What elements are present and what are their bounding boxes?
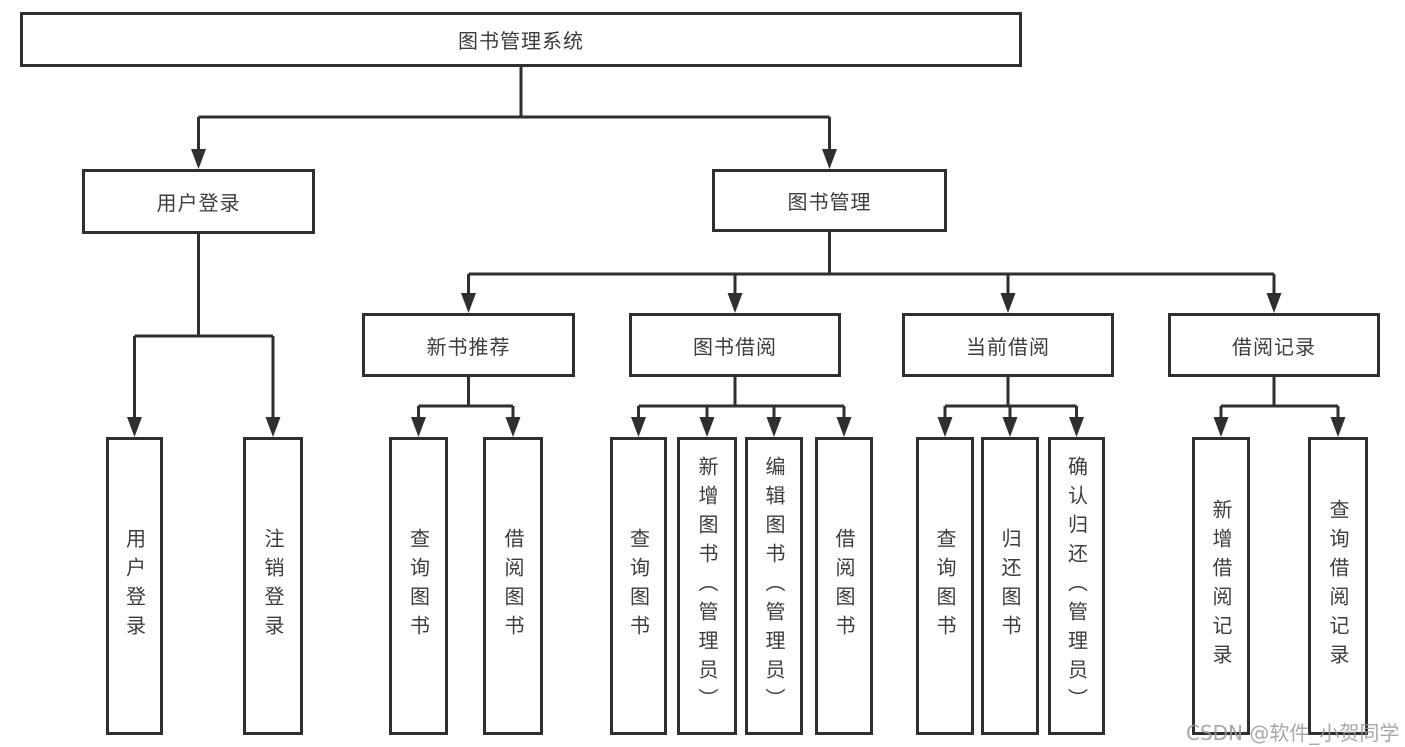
node-label: 用户登录 [156, 191, 241, 215]
node-label: 新书推荐 [426, 334, 511, 359]
connector-current-borrow-to-leaves [943, 377, 1078, 421]
node-leaf-add-borrow-record: 新增借阅记录 [1192, 437, 1250, 735]
node-label: 查询图书 [933, 528, 957, 644]
node-label: 图书管理 [787, 190, 872, 214]
node-label: 查询借阅记录 [1326, 499, 1350, 673]
node-leaf-user-login: 用户登录 [106, 437, 163, 735]
node-label: 借阅记录 [1232, 334, 1316, 359]
csdn-watermark: CSDN @软件_小贺同学 [1186, 721, 1400, 745]
node-label: 新增借阅记录 [1209, 499, 1233, 673]
arrowheads [127, 149, 1346, 437]
connector-user-login-to-leaves [133, 234, 275, 421]
node-leaf-borrow-books-recommend: 借阅图书 [483, 437, 543, 735]
node-label: 当前借阅 [966, 334, 1050, 359]
node-label: 图书借阅 [693, 334, 777, 359]
node-leaf-edit-book-admin: 编辑图书（管理员） [745, 437, 803, 735]
connector-borrow-records-to-leaves [1219, 377, 1340, 421]
node-label: 借阅图书 [832, 528, 856, 644]
node-leaf-logout: 注销登录 [243, 437, 303, 735]
node-label: 归还图书 [998, 528, 1022, 644]
connector-book-mgmt-to-level2 [467, 232, 1276, 297]
node-label: 新增图书（管理员） [695, 455, 719, 717]
node-label: 用户登录 [122, 528, 147, 644]
node-leaf-query-books-recommend: 查询图书 [389, 437, 448, 735]
node-label: 编辑图书（管理员） [762, 455, 786, 717]
node-label: 查询图书 [406, 528, 431, 644]
node-library-management-system: 图书管理系统 [20, 12, 1022, 67]
connector-book-borrow-to-leaves [637, 377, 846, 421]
node-label: 查询图书 [626, 528, 651, 644]
node-label: 图书管理系统 [458, 29, 584, 53]
node-book-management: 图书管理 [712, 169, 947, 232]
node-leaf-add-book-admin: 新增图书（管理员） [677, 437, 737, 735]
node-current-borrowing: 当前借阅 [902, 313, 1114, 377]
connector-root-to-level1 [197, 66, 831, 153]
connector-new-book-to-leaves [417, 377, 515, 421]
node-new-book-recommendation: 新书推荐 [362, 313, 575, 377]
node-label: 借阅图书 [501, 528, 525, 644]
node-leaf-borrow-books-borrowing: 借阅图书 [815, 437, 873, 735]
node-leaf-query-borrow-record: 查询借阅记录 [1308, 437, 1368, 735]
node-label: 确认归还（管理员） [1064, 455, 1089, 717]
node-leaf-return-books: 归还图书 [981, 437, 1039, 735]
node-user-login: 用户登录 [82, 169, 315, 234]
node-leaf-confirm-return-admin: 确认归还（管理员） [1048, 437, 1105, 735]
node-book-borrowing: 图书借阅 [629, 313, 841, 377]
node-borrowing-records: 借阅记录 [1168, 313, 1380, 377]
node-leaf-query-books-current: 查询图书 [916, 437, 974, 735]
node-leaf-query-books-borrowing: 查询图书 [610, 437, 667, 735]
node-label: 注销登录 [261, 528, 285, 644]
